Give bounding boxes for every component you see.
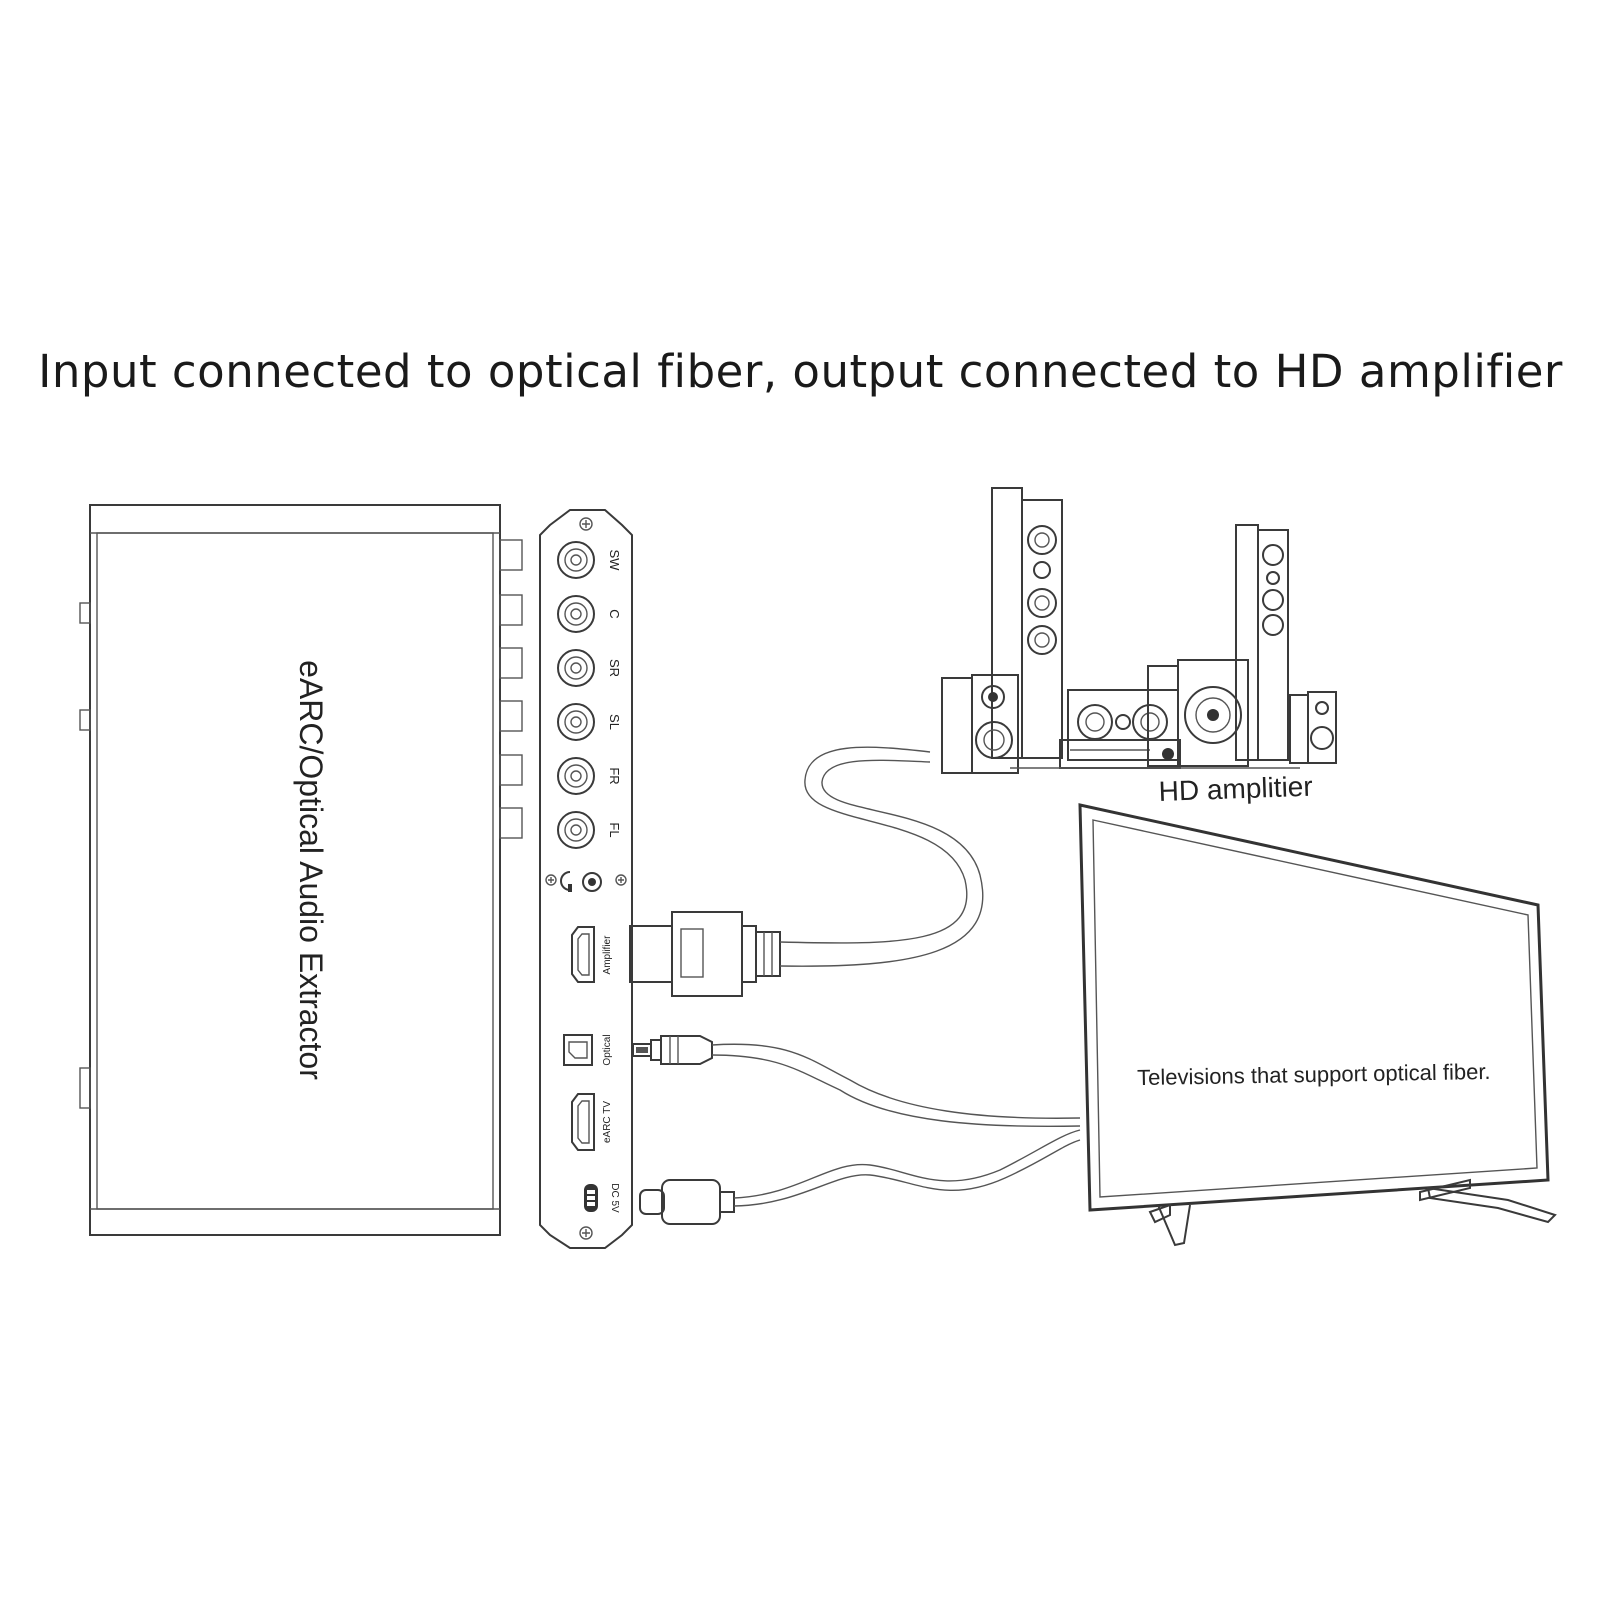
hdmi-port-earc-tv: eARC TV (571, 1093, 613, 1151)
hdmi-port-amplifier: Amplifier (571, 926, 613, 983)
device-body: eARC/Optical Audio Extractor (79, 504, 523, 1236)
amplifier-label: HD amplitier (1158, 771, 1313, 807)
usb-c-plug-icon (639, 1179, 735, 1225)
screw-icon (579, 517, 593, 531)
rca-label-sw: SW (607, 550, 622, 572)
rca-label-fl: FL (607, 822, 622, 837)
tv-label: Televisions that support optical fiber. (1137, 1059, 1491, 1090)
rca-port-fl: FL (557, 811, 622, 849)
rca-label-c: C (607, 609, 622, 618)
tv-icon (1078, 803, 1557, 1247)
rca-port-fr: FR (557, 757, 622, 795)
dc-power-port: DC 5V (584, 1183, 620, 1213)
optical-plug-icon (632, 1035, 713, 1065)
rca-label-sr: SR (607, 659, 622, 677)
rca-port-c: C (557, 595, 622, 633)
power-label: DC 5V (609, 1183, 620, 1213)
optical-cable-edge (711, 1054, 1081, 1128)
speaker-system-icon (941, 487, 1337, 774)
hdmi-earc-label: eARC TV (602, 1101, 613, 1143)
screw-icon (579, 1226, 593, 1240)
device-front-label: eARC/Optical Audio Extractor (293, 660, 329, 1080)
hdmi-plug-icon (629, 911, 781, 997)
rca-label-sl: SL (607, 714, 622, 730)
rca-port-sl: SL (557, 703, 622, 741)
rca-port-sr: SR (557, 649, 622, 687)
screw-icon (545, 874, 557, 886)
headphone-jack (582, 872, 602, 892)
rca-label-fr: FR (607, 767, 622, 784)
hdmi-cable-edge (779, 759, 984, 967)
optical-port: Optical (563, 1034, 613, 1066)
optical-cable (711, 1043, 1081, 1119)
power-cable (733, 1129, 1081, 1199)
screw-icon (615, 874, 627, 886)
optical-label: Optical (602, 1034, 613, 1065)
hdmi-amplifier-label: Amplifier (602, 935, 613, 975)
headphone-icon (560, 871, 572, 892)
rca-port-sw: SW (557, 541, 622, 579)
hdmi-cable (779, 746, 968, 944)
page-title: Input connected to optical fiber, output… (38, 345, 1563, 398)
power-cable-edge (733, 1139, 1081, 1207)
device-back-panel: SW C SR SL FR FL (539, 509, 633, 1249)
